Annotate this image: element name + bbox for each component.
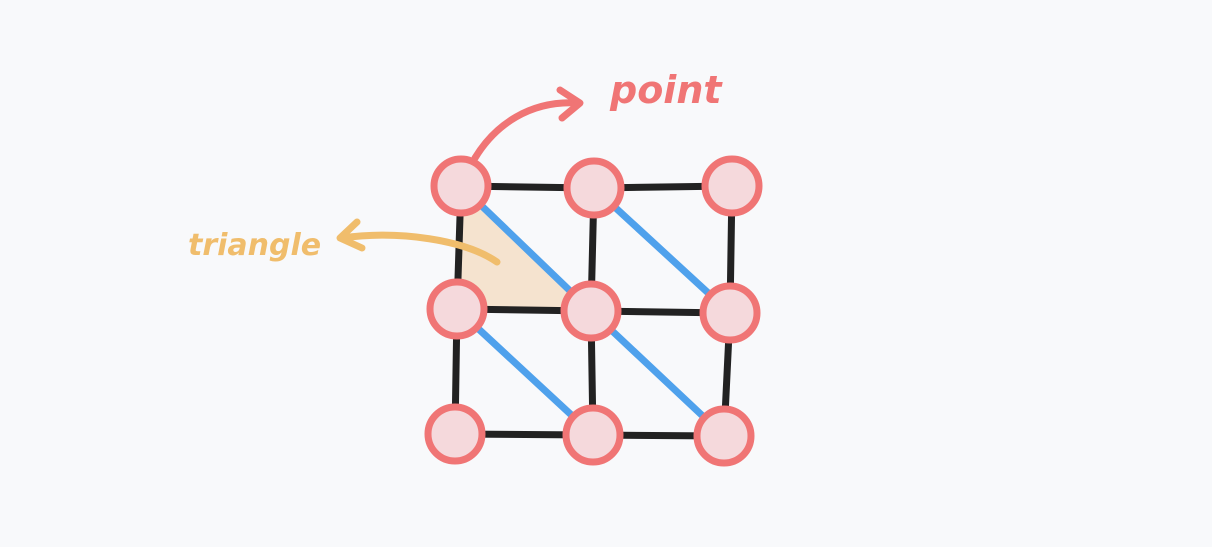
point-label: point xyxy=(609,68,723,112)
node-r1-c1 xyxy=(430,155,492,217)
nodes xyxy=(424,155,763,467)
triangle-arrow-curve xyxy=(338,231,501,266)
node-r3-c2 xyxy=(562,404,624,466)
triangle-label: triangle xyxy=(188,228,321,263)
node-r1-c3 xyxy=(701,155,763,217)
node-r3-c3 xyxy=(693,405,755,467)
node-r2-c1 xyxy=(426,278,488,340)
node-r2-c2 xyxy=(560,280,622,342)
node-r1-c2 xyxy=(563,157,625,219)
point-arrow xyxy=(471,86,584,162)
edge-diag-r2-c1 xyxy=(453,305,597,439)
triangle-arrow xyxy=(336,218,501,266)
node-r2-c3 xyxy=(699,282,761,344)
node-r3-c1 xyxy=(424,403,486,465)
point-arrow-curve xyxy=(471,99,582,162)
triangle-arrow-head xyxy=(336,218,366,252)
edge-diag-r1-c2 xyxy=(590,184,734,317)
point-arrow-head xyxy=(556,86,584,122)
